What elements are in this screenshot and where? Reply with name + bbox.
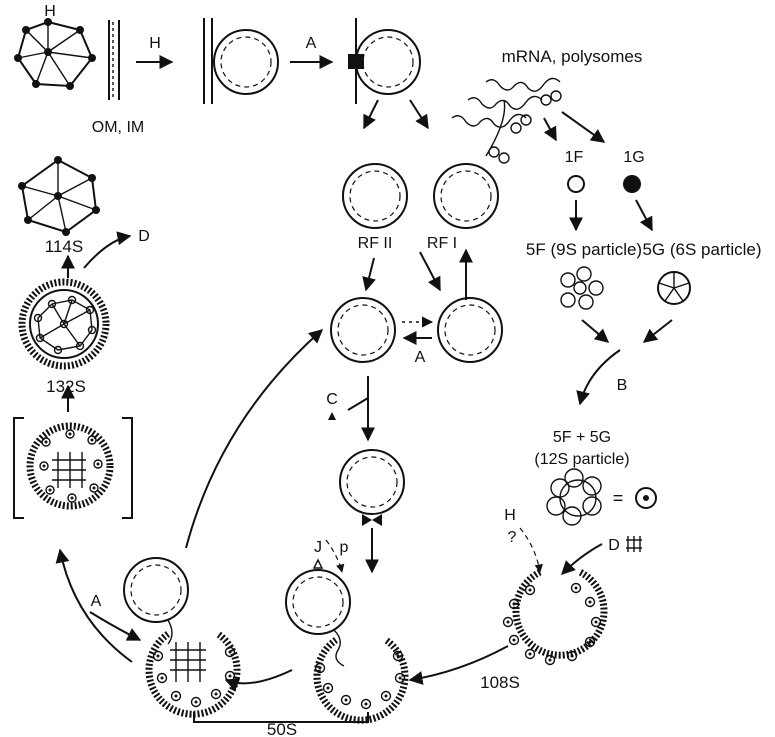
label-h-question: H <box>504 507 516 524</box>
arrow-release-d <box>84 236 130 268</box>
protein-j-icon <box>314 560 322 568</box>
arrow-to-rf1 <box>410 100 428 128</box>
label-p: p <box>340 539 349 556</box>
arrow-to-c <box>348 376 368 410</box>
arrow-left-complex-to-rf <box>186 330 322 548</box>
host-membrane-outer-inner <box>109 20 119 100</box>
label-b: B <box>617 377 628 394</box>
arrow-to-rf2 <box>364 100 378 128</box>
protein-c-icon <box>328 412 336 420</box>
filling-complex-icon <box>124 558 237 714</box>
label-om-im: OM, IM <box>92 119 144 136</box>
label-a-bottom: A <box>91 593 102 610</box>
arrow-1g-to-5g <box>636 200 652 230</box>
label-c: C <box>326 391 338 408</box>
label-h-arrow: H <box>149 35 161 52</box>
virion-114s-icon <box>18 156 100 236</box>
label-50s: 50S <box>267 720 297 737</box>
label-d-right: D <box>608 537 620 554</box>
packaging-complex-icon <box>286 570 405 720</box>
rolling-circle-icon <box>340 450 404 526</box>
rf1-circle-icon <box>434 164 498 228</box>
arrow-h-to-108s <box>520 528 540 572</box>
label-1f: 1F <box>565 149 584 166</box>
label-rf1: RF I <box>427 235 457 252</box>
ssdna-circle-with-protein-a <box>348 18 420 104</box>
label-a-top: A <box>306 35 317 52</box>
label-j: J <box>314 539 322 556</box>
particle-12s-icon <box>547 469 601 525</box>
protein-1f-icon <box>568 176 584 192</box>
label-equals: = <box>613 488 624 508</box>
arrow-to-1g <box>562 112 604 142</box>
label-12s-particle: (12S particle) <box>534 451 629 468</box>
rf-circle-left-icon <box>331 298 395 362</box>
protein-1g-icon <box>623 175 641 193</box>
label-5f: 5F (9S particle) <box>526 240 642 259</box>
arrow-b-to-12s <box>580 350 620 404</box>
provirion-132s-icon <box>22 282 106 366</box>
label-108s: 108S <box>480 673 520 692</box>
infecting-circle-at-membrane <box>204 18 278 104</box>
rf2-circle-icon <box>343 164 407 228</box>
label-132s: 132S <box>46 377 86 396</box>
label-h-top: H <box>44 3 56 20</box>
arrow-to-1f <box>544 118 556 140</box>
label-1g: 1G <box>623 149 644 166</box>
label-5f-plus-5g: 5F + 5G <box>553 429 611 446</box>
label-rf2: RF II <box>358 235 393 252</box>
arrow-rf1-down <box>420 252 440 290</box>
arrow-5f-to-b <box>582 320 608 342</box>
label-5g: 5G (6S particle) <box>642 240 761 259</box>
arrow-a-bottom <box>90 612 140 640</box>
pentamer-5f-icon <box>561 267 603 309</box>
label-a-mid: A <box>415 349 426 366</box>
label-question-mark: ? <box>508 529 517 546</box>
pentamer-5g-icon <box>658 272 690 304</box>
procapsid-108s-icon <box>504 572 605 665</box>
arrow-5g-to-b <box>644 320 672 342</box>
label-114s: 114S <box>45 237 83 256</box>
phage-particle-icon <box>14 18 96 90</box>
scaffolding-d-icon <box>626 536 642 552</box>
label-mrna-polysomes: mRNA, polysomes <box>502 47 643 66</box>
bracketed-intermediate-icon <box>14 418 132 518</box>
arrow-rf2-down <box>366 258 374 290</box>
label-d-left: D <box>138 228 150 245</box>
particle-12s-symbol-icon <box>636 488 656 508</box>
rf-circle-right-icon <box>438 298 502 362</box>
